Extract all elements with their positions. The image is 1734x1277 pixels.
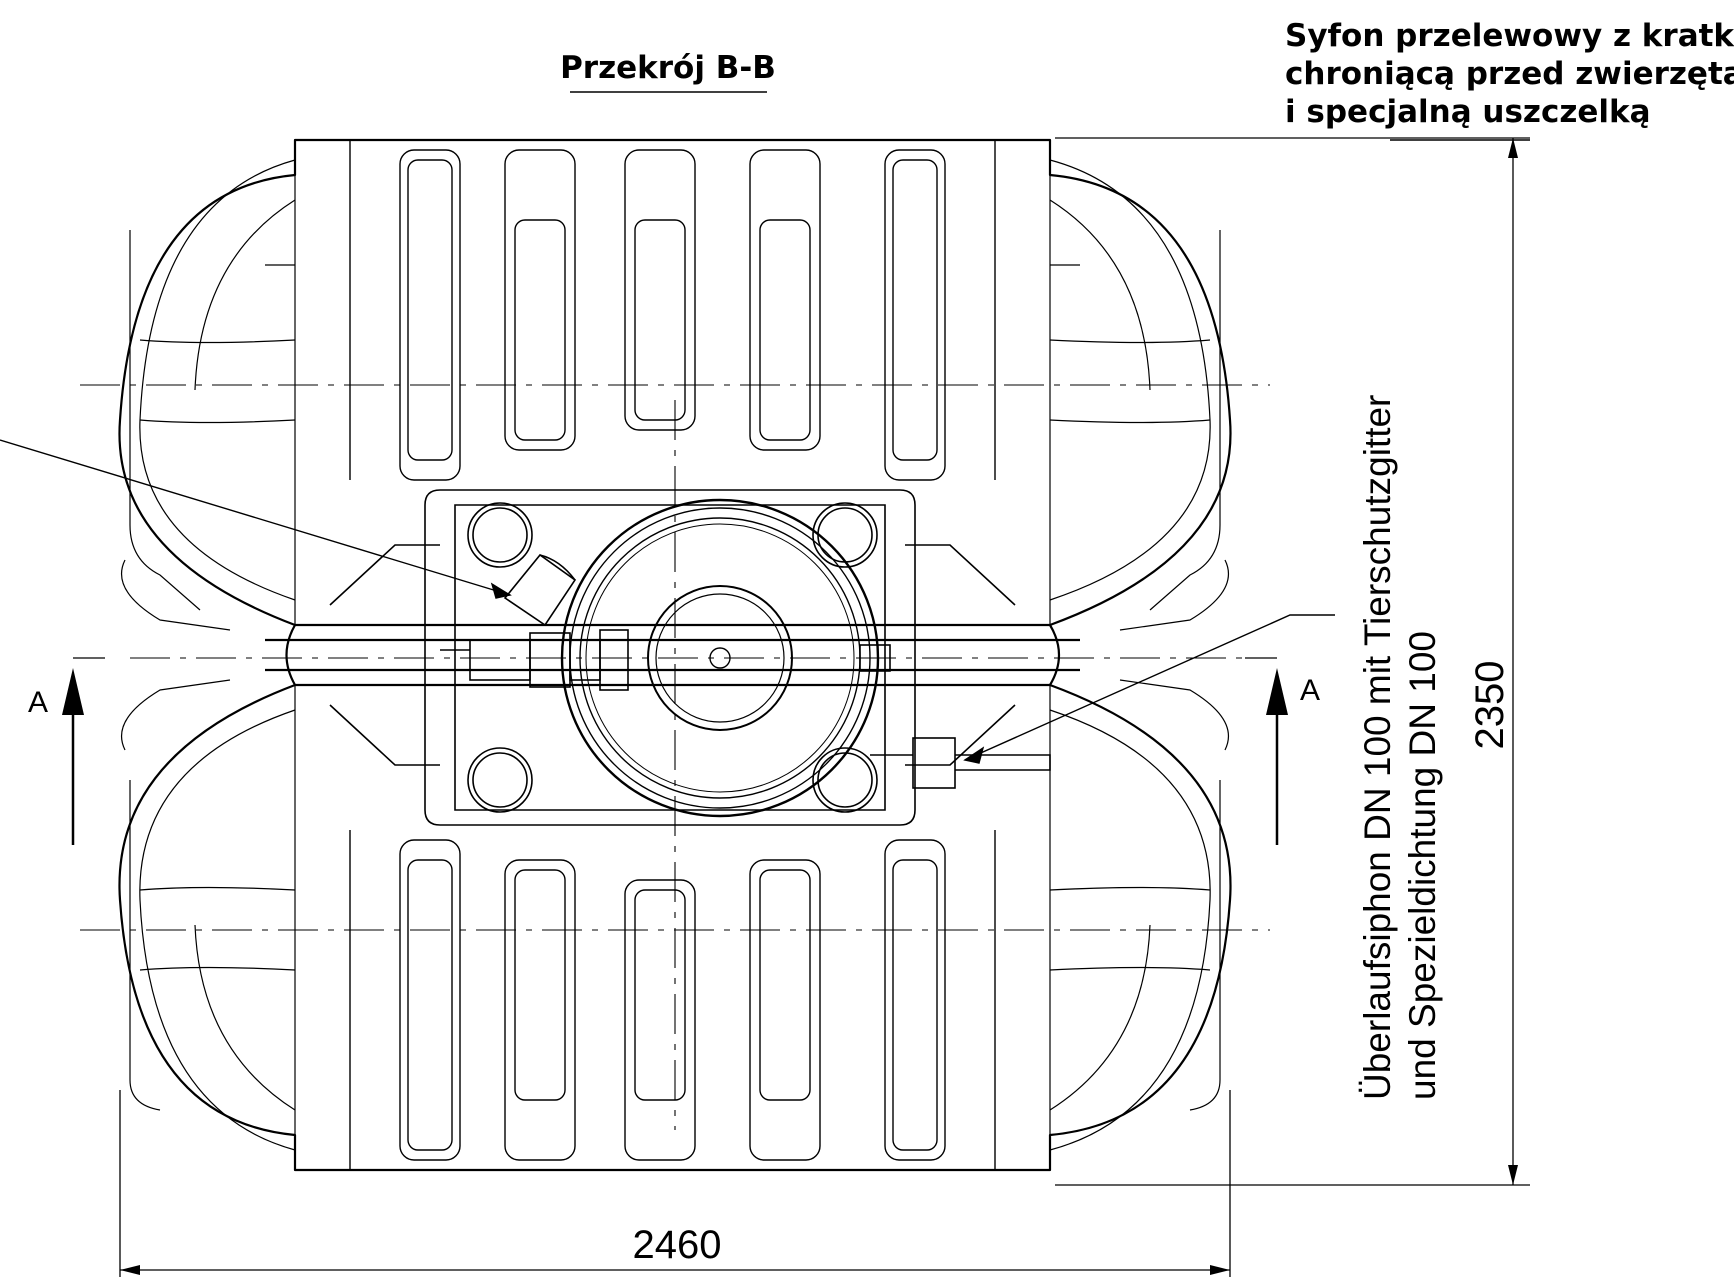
leader-lines [0, 139, 1530, 764]
dimension-width-label: 2460 [633, 1223, 722, 1267]
dimension-width [119, 1090, 1231, 1277]
center-lines [80, 384, 1270, 1130]
overflow-note-de-line-1: Überlaufsiphon DN 100 mit Tierschutzgitt… [1357, 395, 1398, 1100]
section-title: Przekrój B-B [560, 50, 776, 86]
ribs-lower [349, 830, 996, 1170]
overflow-note-de-line-2: und Spezieldichtung DN 100 [1402, 631, 1443, 1100]
section-arrow-left [62, 657, 105, 845]
hull-inner-contours [121, 140, 1229, 1170]
overflow-note-pl-line-2: chroniącą przed zwierzętami [1285, 56, 1734, 92]
overflow-note-pl-line-3: i specjalną uszczelką [1285, 94, 1651, 130]
inlet-pipe [440, 553, 629, 691]
section-arrow-right [1245, 657, 1288, 845]
dimension-height-label: 2350 [1468, 661, 1512, 750]
section-marker-right: A [1300, 674, 1320, 707]
overflow-siphon [859, 644, 1051, 789]
section-marker-left: A [28, 686, 48, 719]
dimension-height [1055, 137, 1530, 1186]
ribs-upper [349, 140, 996, 481]
overflow-note-pl-line-1: Syfon przelewowy z kratką [1285, 18, 1734, 54]
